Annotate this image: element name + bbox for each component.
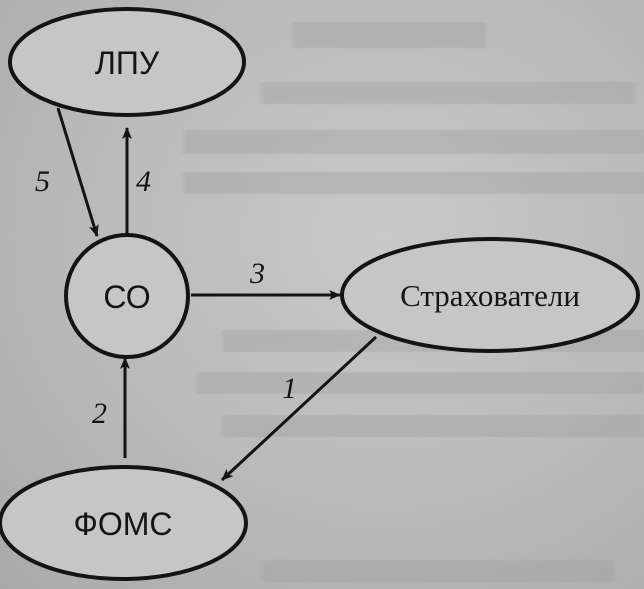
- node-so-label: СО: [103, 279, 150, 315]
- node-foms-label: ФОМС: [74, 506, 173, 542]
- node-lpu: ЛПУ: [8, 7, 246, 117]
- node-so: СО: [64, 233, 190, 359]
- node-strakhovateli: Страхователи: [340, 237, 640, 353]
- edge-2-label: 2: [92, 397, 107, 430]
- node-foms: ФОМС: [0, 465, 248, 581]
- edge-5-arrow: [56, 107, 99, 237]
- edge-3-label: 3: [249, 257, 265, 290]
- node-strakhovateli-label: Страхователи: [400, 278, 580, 313]
- edge-5-label: 5: [35, 165, 50, 198]
- edge-1-label: 1: [282, 372, 297, 405]
- edge-1-arrow: [220, 335, 378, 482]
- edge-4-label: 4: [136, 165, 151, 198]
- node-lpu-label: ЛПУ: [95, 45, 160, 81]
